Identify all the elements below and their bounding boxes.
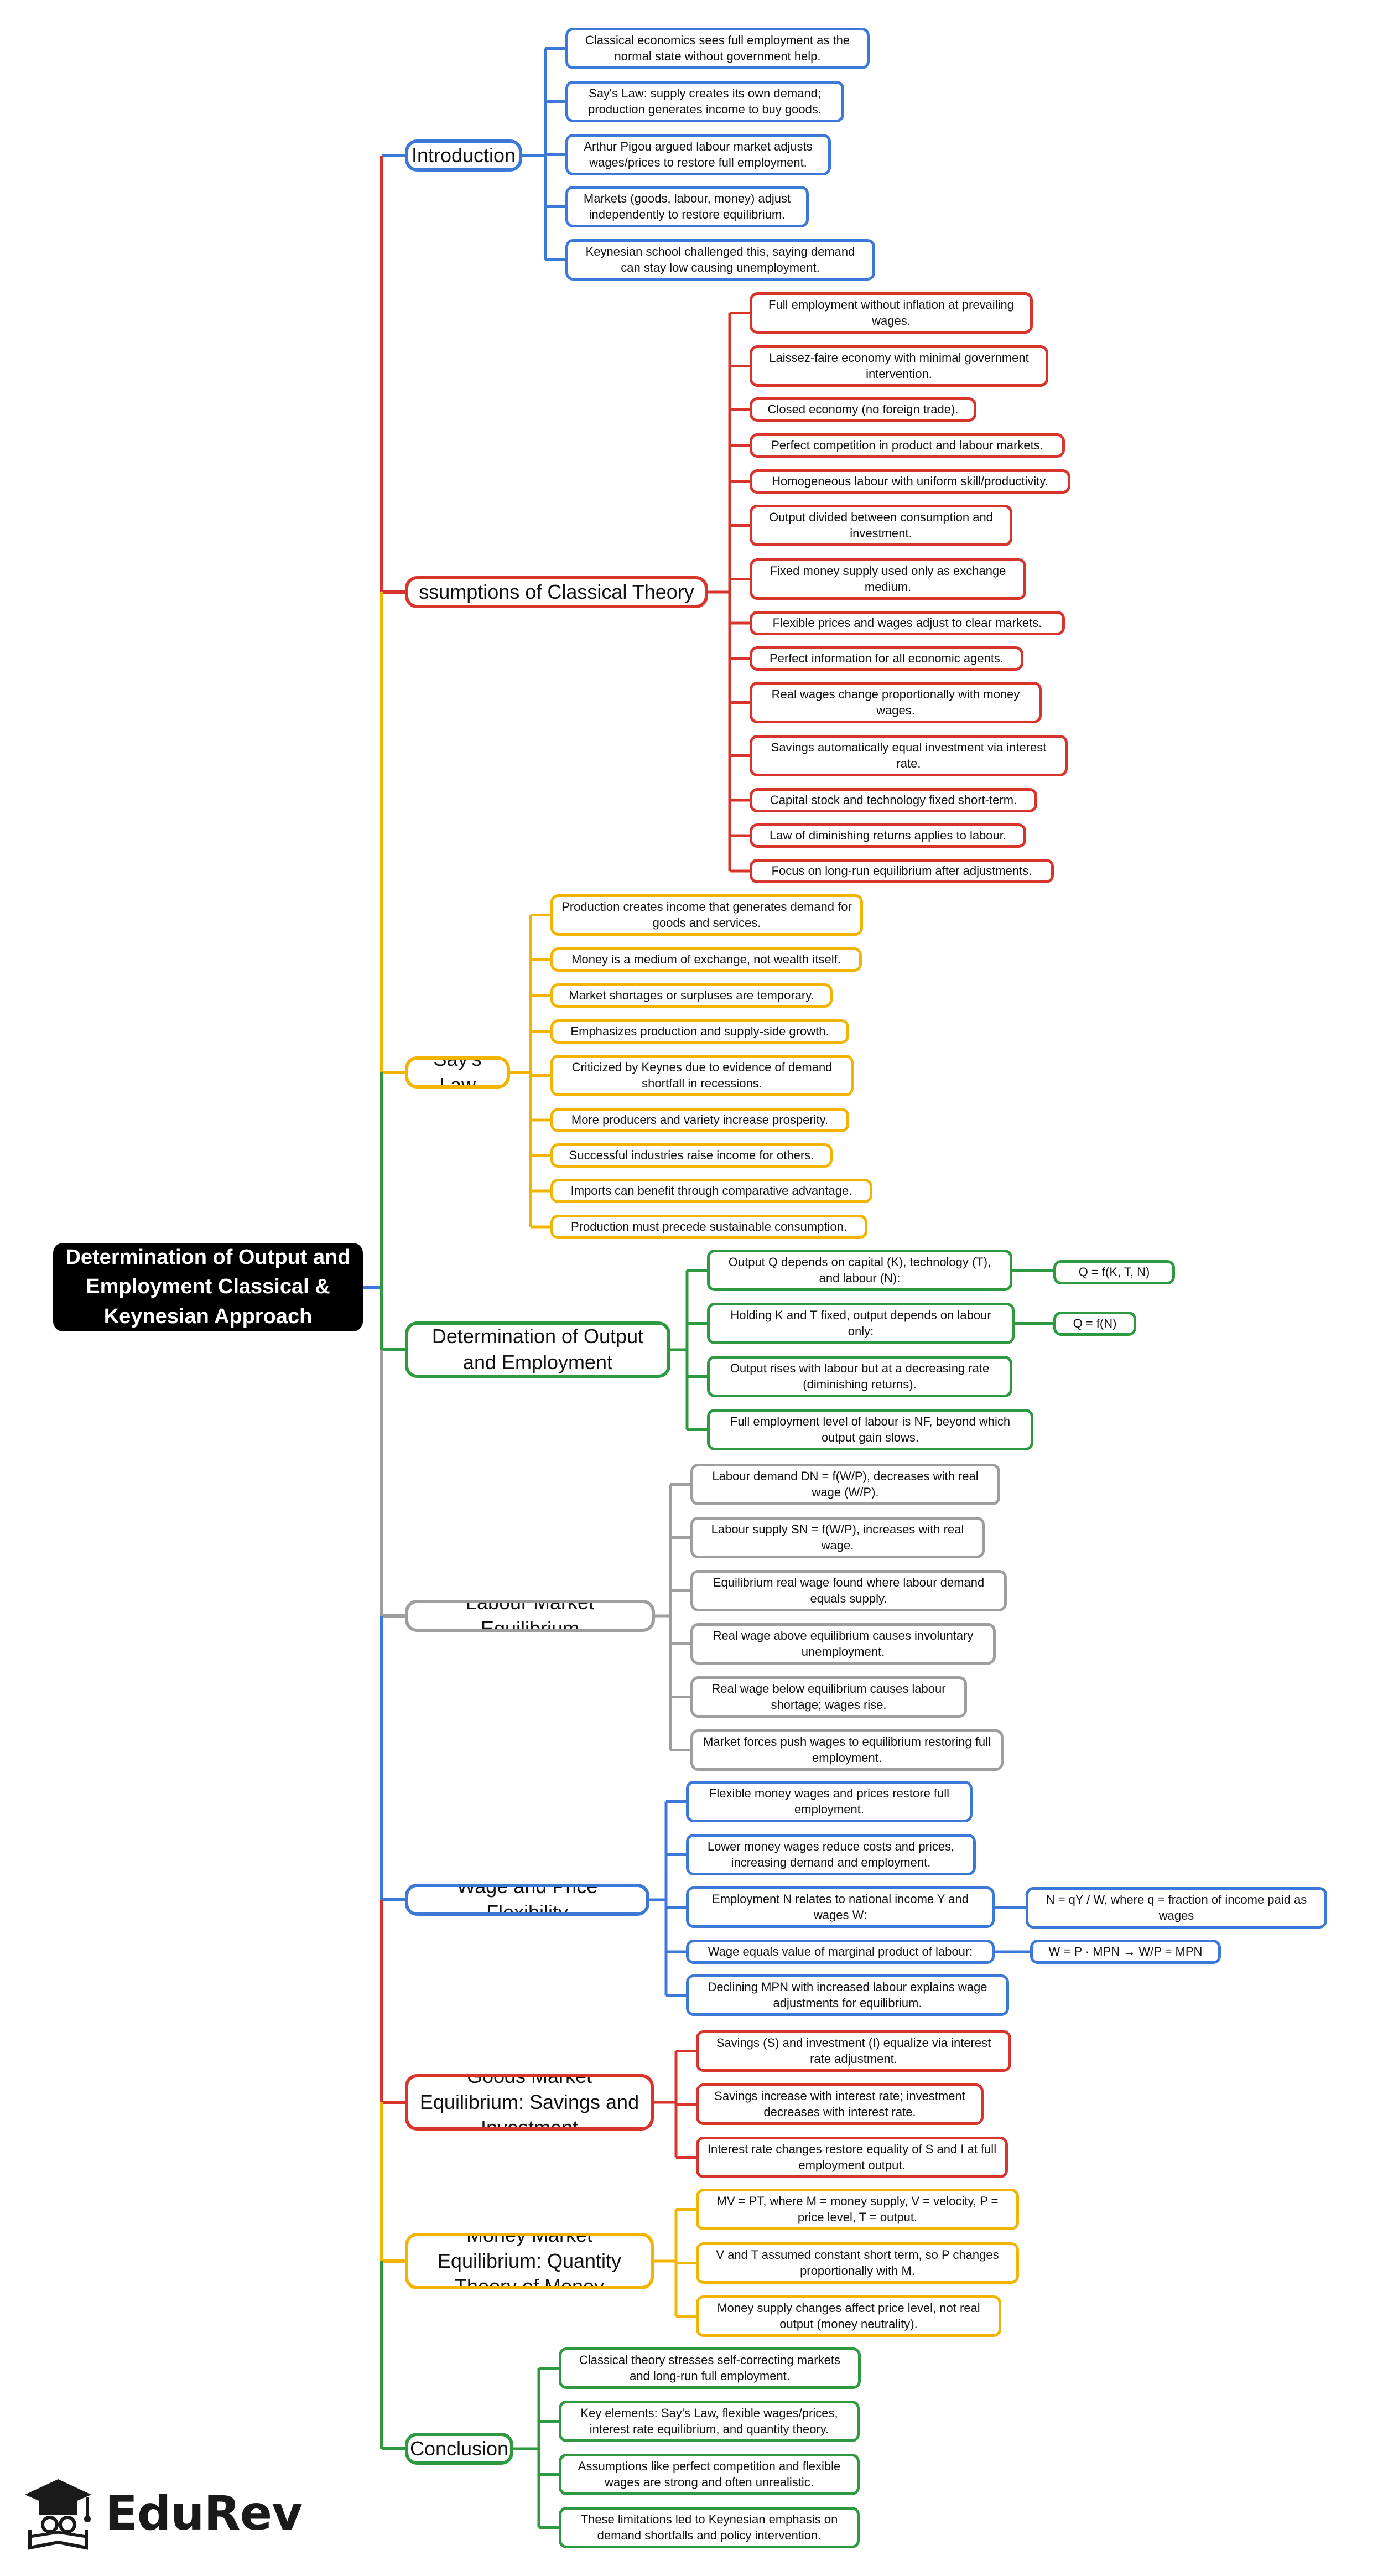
leaf-node: Imports can benefit through comparative … bbox=[550, 1179, 872, 1203]
leaf-node: Production must precede sustainable cons… bbox=[550, 1215, 867, 1239]
leaf-node: Law of diminishing returns applies to la… bbox=[750, 823, 1026, 848]
leaf-node: Classical economics sees full employment… bbox=[565, 28, 870, 69]
leaf-node: Declining MPN with increased labour expl… bbox=[686, 1974, 1009, 2016]
leaf-node: Assumptions like perfect competition and… bbox=[559, 2454, 860, 2495]
leaf-node: Perfect competition in product and labou… bbox=[750, 433, 1065, 458]
edurev-logo: EduRev bbox=[22, 2474, 303, 2557]
leaf-node: Full employment level of labour is NF, b… bbox=[707, 1409, 1033, 1450]
leaf-node: Market forces push wages to equilibrium … bbox=[690, 1729, 1004, 1771]
leaf-node: MV = PT, where M = money supply, V = vel… bbox=[696, 2189, 1019, 2230]
leaf-node: Markets (goods, labour, money) adjust in… bbox=[565, 186, 809, 227]
leaf-node: Emphasizes production and supply-side gr… bbox=[550, 1019, 849, 1044]
leaf-node: Production creates income that generates… bbox=[550, 894, 863, 936]
leaf-node: Labour supply SN = f(W/P), increases wit… bbox=[690, 1517, 985, 1558]
formula-node: Q = f(K, T, N) bbox=[1053, 1260, 1175, 1284]
branch-conclusion[interactable]: Conclusion bbox=[405, 2433, 513, 2465]
root-node: Determination of Output and Employment C… bbox=[53, 1243, 363, 1331]
leaf-node: Real wage below equilibrium causes labou… bbox=[690, 1676, 967, 1718]
leaf-node: Laissez-faire economy with minimal gover… bbox=[750, 345, 1048, 387]
leaf-node: Flexible prices and wages adjust to clea… bbox=[750, 611, 1065, 635]
leaf-node: Flexible money wages and prices restore … bbox=[686, 1781, 973, 1822]
branch-introduction[interactable]: Introduction bbox=[405, 139, 522, 172]
formula-node: W = P · MPN → W/P = MPN bbox=[1030, 1940, 1221, 1964]
leaf-node: Holding K and T fixed, output depends on… bbox=[707, 1303, 1015, 1344]
leaf-node: These limitations led to Keynesian empha… bbox=[559, 2507, 860, 2548]
leaf-node: Closed economy (no foreign trade). bbox=[750, 397, 976, 422]
logo-text: EduRev bbox=[105, 2486, 303, 2541]
formula-node: N = qY / W, where q = fraction of income… bbox=[1026, 1887, 1327, 1929]
leaf-node: Fixed money supply used only as exchange… bbox=[750, 558, 1026, 600]
branch-wage-price[interactable]: Wage and Price Flexibility bbox=[405, 1884, 649, 1916]
leaf-node: More producers and variety increase pros… bbox=[550, 1108, 849, 1132]
leaf-node: Capital stock and technology fixed short… bbox=[750, 788, 1037, 812]
leaf-node: Savings automatically equal investment v… bbox=[750, 735, 1068, 776]
leaf-node: Savings (S) and investment (I) equalize … bbox=[696, 2030, 1011, 2072]
leaf-node: Employment N relates to national income … bbox=[686, 1886, 995, 1928]
leaf-node: Interest rate changes restore equality o… bbox=[696, 2137, 1008, 2178]
leaf-node: Keynesian school challenged this, saying… bbox=[565, 239, 875, 281]
leaf-node: Focus on long-run equilibrium after adju… bbox=[750, 859, 1054, 883]
leaf-node: Savings increase with interest rate; inv… bbox=[696, 2083, 984, 2125]
leaf-node: Lower money wages reduce costs and price… bbox=[686, 1834, 976, 1875]
leaf-node: Real wage above equilibrium causes invol… bbox=[690, 1623, 996, 1665]
leaf-node: Money is a medium of exchange, not wealt… bbox=[550, 947, 862, 972]
leaf-node: Money supply changes affect price level,… bbox=[696, 2295, 1001, 2337]
leaf-node: Output rises with labour but at a decrea… bbox=[707, 1356, 1012, 1397]
branch-assumptions[interactable]: ssumptions of Classical Theory bbox=[405, 576, 708, 608]
leaf-node: Successful industries raise income for o… bbox=[550, 1143, 833, 1168]
formula-node: Q = f(N) bbox=[1053, 1312, 1136, 1336]
leaf-node: Output Q depends on capital (K), technol… bbox=[707, 1250, 1012, 1291]
leaf-node: Perfect information for all economic age… bbox=[750, 646, 1023, 671]
branch-determination-output[interactable]: Determination of Output and Employment bbox=[405, 1321, 670, 1378]
leaf-node: Key elements: Say's Law, flexible wages/… bbox=[559, 2401, 860, 2442]
leaf-node: V and T assumed constant short term, so … bbox=[696, 2242, 1019, 2284]
graduation-cap-reader-icon bbox=[25, 2479, 91, 2550]
branch-says-law[interactable]: Say's Law bbox=[405, 1056, 510, 1089]
leaf-node: Classical theory stresses self-correctin… bbox=[559, 2347, 861, 2389]
branch-goods-market[interactable]: Goods Market Equilibrium: Savings and In… bbox=[405, 2074, 654, 2131]
leaf-node: Homogeneous labour with uniform skill/pr… bbox=[750, 469, 1070, 494]
branch-labour-market[interactable]: Labour Market Equilibrium bbox=[405, 1600, 655, 1632]
branch-money-market[interactable]: Money Market Equilibrium: Quantity Theor… bbox=[405, 2233, 654, 2289]
leaf-node: Say's Law: supply creates its own demand… bbox=[565, 81, 844, 122]
leaf-node: Labour demand DN = f(W/P), decreases wit… bbox=[690, 1464, 1000, 1505]
leaf-node: Arthur Pigou argued labour market adjust… bbox=[565, 134, 831, 175]
leaf-node: Market shortages or surpluses are tempor… bbox=[550, 983, 833, 1008]
leaf-node: Full employment without inflation at pre… bbox=[750, 292, 1033, 334]
leaf-node: Wage equals value of marginal product of… bbox=[686, 1940, 995, 1964]
leaf-node: Real wages change proportionally with mo… bbox=[750, 682, 1042, 723]
leaf-node: Output divided between consumption and i… bbox=[750, 505, 1012, 546]
leaf-node: Equilibrium real wage found where labour… bbox=[690, 1570, 1007, 1611]
leaf-node: Criticized by Keynes due to evidence of … bbox=[550, 1055, 854, 1096]
